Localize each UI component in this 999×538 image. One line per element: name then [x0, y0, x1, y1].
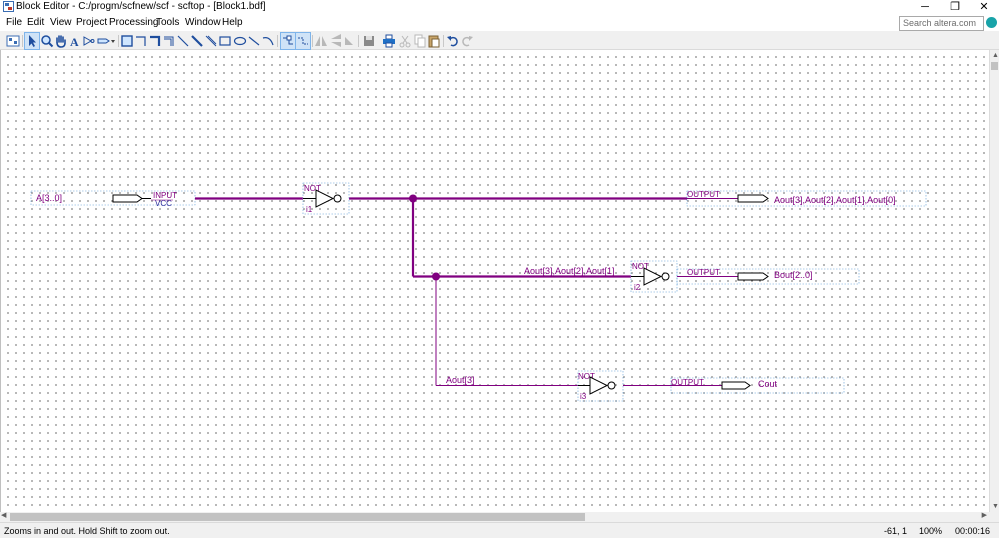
redo-icon[interactable]	[460, 33, 474, 49]
not-gate-i1[interactable]: NOT i1	[302, 182, 350, 215]
close-button[interactable]: ✕	[979, 1, 989, 13]
rotate-icon[interactable]	[342, 33, 356, 49]
not-gate-i3[interactable]: NOT i3	[577, 370, 624, 402]
output-pin-name: Aout[3],Aout[2],Aout[1],Aout[0]	[774, 195, 896, 205]
selection-tool-icon[interactable]	[24, 32, 40, 50]
arc-tool-icon[interactable]	[261, 33, 275, 49]
scroll-right-icon[interactable]: ▶	[981, 512, 987, 519]
block-diagram: A[3..0] INPUT VCC	[30, 182, 927, 402]
scroll-up-icon[interactable]: ▲	[992, 52, 999, 59]
zoom-tool-icon[interactable]	[40, 33, 54, 49]
input-pin[interactable]: A[3..0] INPUT VCC	[30, 190, 196, 208]
rubberbanding-icon[interactable]	[295, 32, 311, 50]
orthogonal-conduit-tool-icon[interactable]	[162, 33, 176, 49]
gate-type-label: NOT	[632, 262, 649, 271]
block-editor-app-icon	[3, 1, 14, 12]
menu-project[interactable]: Project	[76, 17, 108, 28]
menu-window[interactable]: Window	[185, 17, 221, 28]
vertical-scroll-thumb[interactable]	[991, 62, 998, 70]
block-tool-icon[interactable]	[120, 33, 134, 49]
cursor-coordinates: -61, 1	[884, 526, 908, 536]
diagonal-bus-tool-icon[interactable]	[190, 33, 204, 49]
output-pin-type: OUTPUT	[687, 190, 720, 199]
horizontal-scroll-thumb[interactable]	[10, 513, 585, 521]
gate-instance-label: i1	[306, 205, 313, 214]
text-tool-icon[interactable]: A	[68, 33, 82, 49]
save-icon[interactable]	[362, 33, 376, 49]
symbol-tool-icon[interactable]	[82, 33, 96, 49]
svg-text:A: A	[70, 35, 79, 49]
cut-icon[interactable]	[398, 33, 412, 49]
search-input[interactable]: Search altera.com	[899, 16, 984, 31]
window-title: Block Editor - C:/progm/scfnew/scf - scf…	[16, 1, 266, 12]
flip-vertical-icon[interactable]	[328, 33, 342, 49]
copy-icon[interactable]	[413, 33, 427, 49]
partial-line-selection-icon[interactable]	[280, 32, 296, 50]
scroll-left-icon[interactable]: ◀	[1, 512, 7, 519]
line-tool-icon[interactable]	[247, 33, 261, 49]
input-pin-name: A[3..0]	[36, 193, 62, 203]
print-icon[interactable]	[382, 33, 396, 49]
horizontal-scrollbar[interactable]: ◀ ▶	[0, 512, 989, 522]
paste-icon[interactable]	[427, 33, 441, 49]
menu-processing[interactable]: Processing	[109, 17, 159, 28]
menu-help[interactable]: Help	[222, 17, 243, 28]
elapsed-time: 00:00:16	[955, 526, 991, 536]
bus-label-aout-3-2-1: Aout[3],Aout[2],Aout[1]	[524, 266, 615, 276]
gate-type-label: NOT	[578, 372, 595, 381]
undo-icon[interactable]	[446, 33, 460, 49]
status-bar: Zooms in and out. Hold Shift to zoom out…	[0, 522, 999, 538]
output-pin-name: Cout	[758, 379, 778, 389]
maximize-button[interactable]: ❐	[950, 1, 960, 13]
input-pin-default: VCC	[155, 199, 172, 208]
flip-horizontal-icon[interactable]	[314, 33, 328, 49]
output-pin-type: OUTPUT	[671, 378, 704, 387]
gate-type-label: NOT	[304, 184, 321, 193]
menu-view[interactable]: View	[50, 17, 72, 28]
minimize-button[interactable]: ─	[921, 1, 929, 13]
orthogonal-bus-tool-icon[interactable]	[148, 33, 162, 49]
orthogonal-node-tool-icon[interactable]	[134, 33, 148, 49]
not-gate-i2[interactable]: NOT i2	[630, 260, 678, 293]
menu-bar: File Edit View Project Processing Tools …	[0, 15, 999, 31]
title-bar: Block Editor - C:/progm/scfnew/scf - scf…	[0, 0, 999, 15]
diagonal-conduit-tool-icon[interactable]	[204, 33, 218, 49]
pin-tool-icon[interactable]	[97, 33, 111, 49]
gate-instance-label: i3	[580, 392, 587, 401]
diagonal-node-tool-icon[interactable]	[176, 33, 190, 49]
schematic-canvas[interactable]: A[3..0] INPUT VCC	[0, 50, 989, 512]
bus-junction	[409, 194, 417, 203]
rectangle-tool-icon[interactable]	[218, 33, 232, 49]
hand-tool-icon[interactable]	[54, 33, 68, 49]
input-pin-type: INPUT	[153, 191, 177, 200]
menu-file[interactable]: File	[6, 17, 23, 28]
status-message: Zooms in and out. Hold Shift to zoom out…	[4, 526, 170, 536]
output-pin-cout[interactable]: OUTPUT Cout	[670, 377, 845, 394]
block-diagram-icon[interactable]	[6, 33, 20, 49]
node-wires	[435, 276, 722, 386]
menu-tools[interactable]: Tools	[156, 17, 180, 28]
pin-dropdown-icon[interactable]	[110, 33, 124, 49]
output-pin-name: Bout[2..0]	[774, 270, 813, 280]
search-go-icon[interactable]	[986, 17, 997, 28]
menu-edit[interactable]: Edit	[27, 17, 45, 28]
scroll-down-icon[interactable]: ▼	[992, 503, 999, 510]
bus-wires	[195, 197, 687, 278]
output-pin-aout[interactable]: OUTPUT Aout[3],Aout[2],Aout[1],Aout[0]	[686, 190, 927, 207]
vertical-scrollbar[interactable]: ▲ ▼	[989, 50, 999, 512]
ellipse-tool-icon[interactable]	[233, 33, 247, 49]
bus-label-aout-3: Aout[3]	[446, 375, 475, 385]
toolbar: A	[0, 32, 999, 50]
gate-instance-label: i2	[634, 283, 641, 292]
output-pin-bout[interactable]: OUTPUT Bout[2..0]	[676, 268, 860, 285]
zoom-level: 100%	[919, 526, 943, 536]
bus-junction	[432, 272, 440, 281]
output-pin-type: OUTPUT	[687, 268, 720, 277]
